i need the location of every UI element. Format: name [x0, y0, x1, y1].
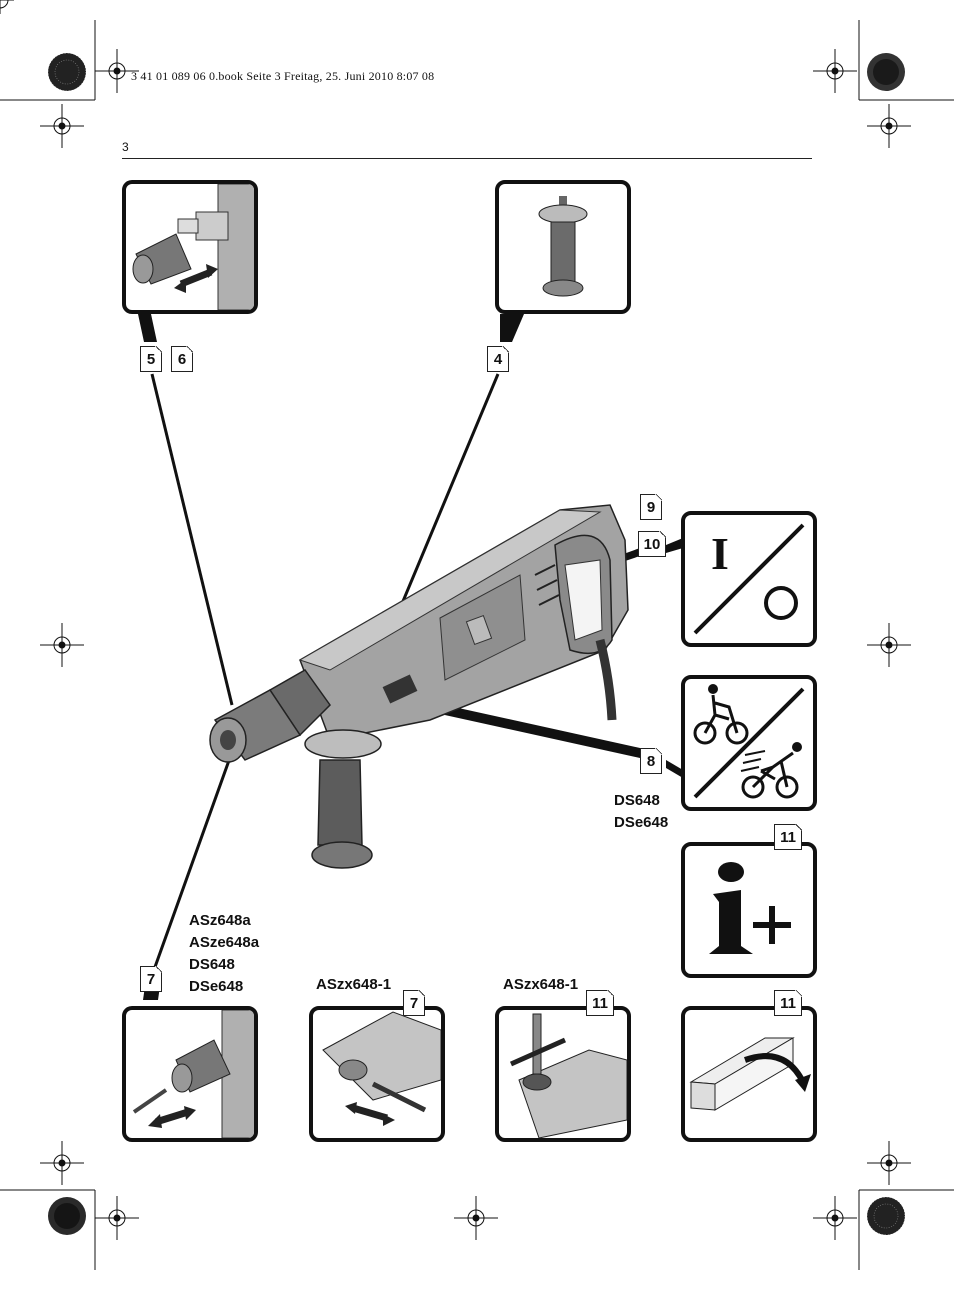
info-icon: [709, 862, 791, 954]
header-rule: [122, 158, 812, 159]
ref-tag-6: 6: [171, 346, 193, 372]
panel-packaging: [681, 1006, 817, 1142]
ref-tag-10: 10: [638, 531, 666, 557]
chuck-model-1: ASz648a: [189, 912, 251, 929]
speed-model-1: DS648: [614, 792, 660, 809]
panel-chuck-mounting: [122, 180, 258, 314]
panel-side-handle: [495, 180, 631, 314]
panel-angle-head-bit: [309, 1006, 445, 1142]
panel-on-off: I: [681, 511, 817, 647]
chuck-model-2: ASze648a: [189, 934, 260, 951]
ref-tag-11-key: 11: [586, 990, 614, 1016]
ref-tag-8: 8: [640, 748, 662, 774]
page-number: 3: [122, 140, 129, 154]
packaging-drawing: [689, 1037, 811, 1111]
chuck-bit-drawing: [132, 1010, 254, 1138]
ref-tag-9: 9: [640, 494, 662, 520]
angle-head-model-label-2: ASzx648-1: [503, 976, 579, 993]
chuck-model-3: DS648: [189, 956, 235, 973]
chuck-model-list: ASz648a ASze648a DS648 DSe648: [189, 910, 259, 998]
on-off-drawing: [693, 523, 805, 635]
ref-tag-5: 5: [140, 346, 162, 372]
ref-tag-11-pack: 11: [774, 990, 802, 1016]
print-job-line: 3 41 01 089 06 0.book Seite 3 Freitag, 2…: [131, 69, 435, 83]
panel-chuck-bit: [122, 1006, 258, 1142]
panel-information: [681, 842, 817, 978]
on-symbol: I: [711, 528, 729, 579]
speed-selection-drawing: [693, 684, 805, 799]
ref-tag-7: 7: [140, 966, 162, 992]
chuck-mounting-drawing: [132, 184, 254, 310]
speed-model-list: DS648 DSe648: [614, 790, 668, 834]
chuck-model-4: DSe648: [189, 978, 244, 995]
panel-angle-head-key: [495, 1006, 631, 1142]
angle-head-bit-drawing: [322, 1011, 441, 1126]
speed-model-2: DSe648: [614, 814, 669, 831]
side-handle-drawing: [538, 196, 588, 297]
panel-speed-selection: [681, 675, 817, 811]
angle-head-key-drawing: [509, 1013, 627, 1138]
angle-head-model-label-1: ASzx648-1: [316, 976, 392, 993]
ref-tag-4: 4: [487, 346, 509, 372]
ref-tag-11-info: 11: [774, 824, 802, 850]
ref-tag-7-angle: 7: [403, 990, 425, 1016]
